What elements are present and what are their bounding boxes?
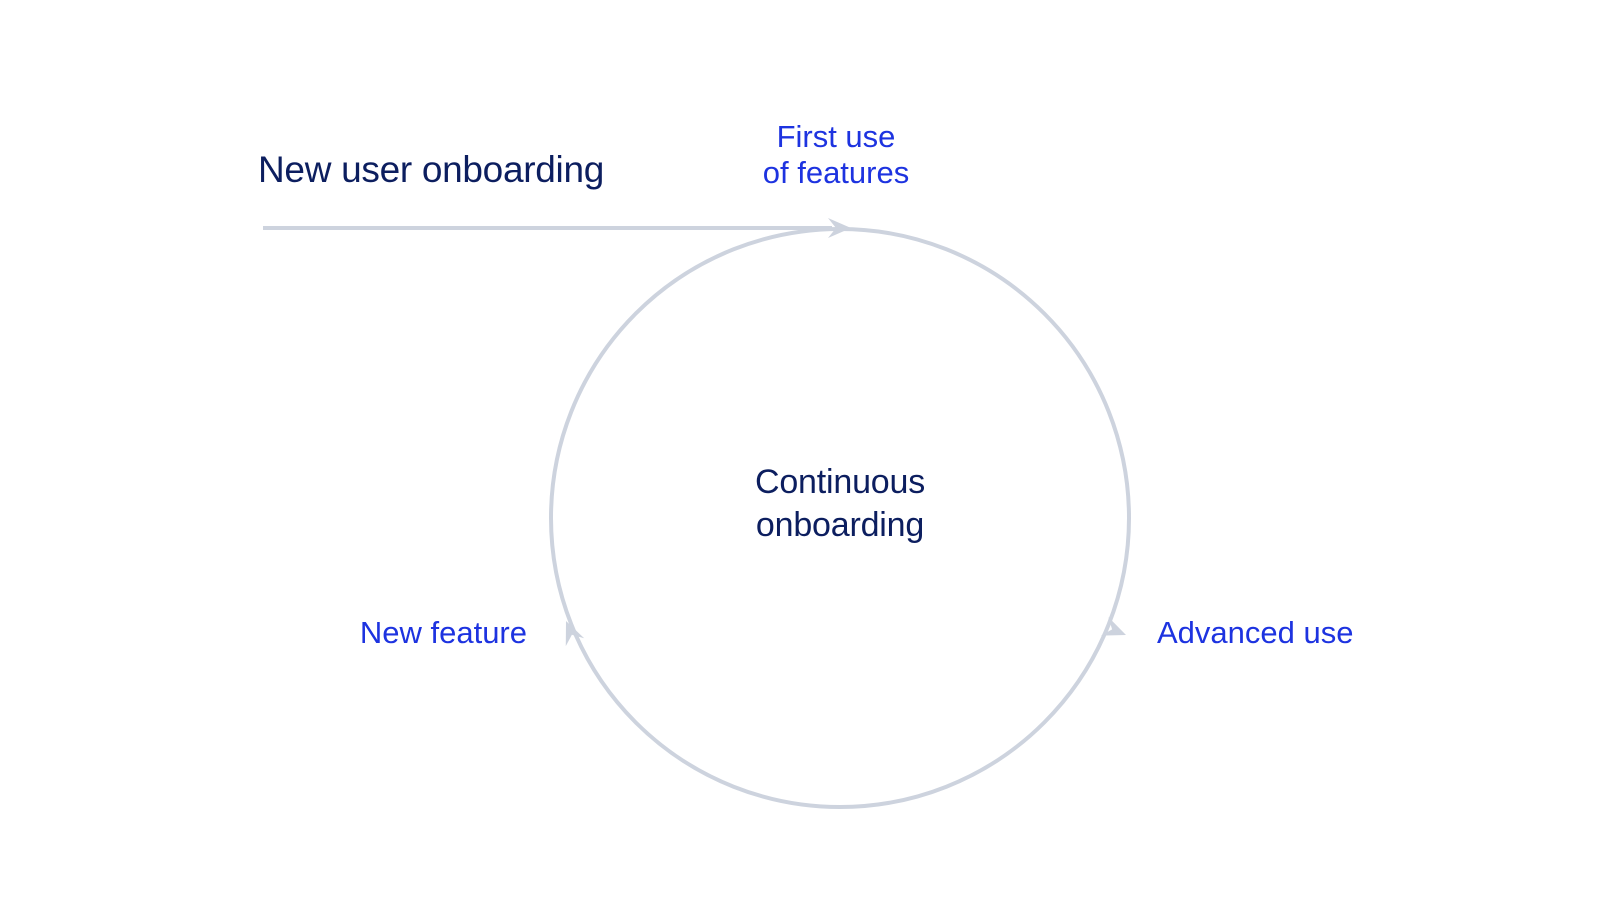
cycle-center-line1: Continuous (754, 463, 925, 501)
stage-advanced-use-label: Advanced use (1157, 615, 1354, 650)
stage-new-feature-label: New feature (359, 615, 527, 650)
arrowhead-left-icon (565, 621, 585, 647)
entry-stage-label: New user onboarding (258, 149, 605, 190)
stage-first-use-line2: of features (762, 155, 910, 190)
arrowhead-right-icon (1100, 617, 1126, 636)
stage-first-use-label: First use of features (686, 119, 986, 191)
arrowhead-top-icon (828, 218, 851, 238)
cycle-center-line2: onboarding (755, 506, 925, 544)
cycle-center-label: Continuous onboarding (640, 461, 1040, 547)
stage-first-use-line1: First use (776, 119, 896, 154)
